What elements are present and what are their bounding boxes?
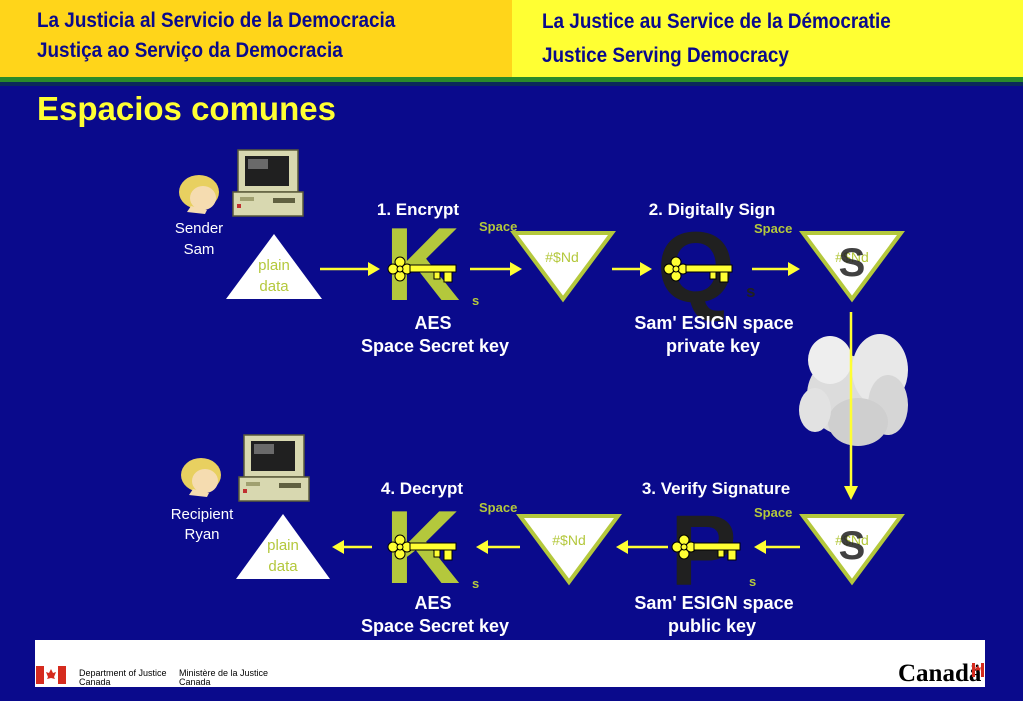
decrypt-caption-line2: Space Secret key — [361, 616, 509, 636]
signed-letter-top: S — [839, 241, 866, 285]
sign-caption-line1: Sam' ESIGN space — [634, 313, 793, 333]
verify-caption-line1: Sam' ESIGN space — [634, 593, 793, 613]
arrow-head-6 — [616, 540, 628, 554]
arrow-head-down — [844, 486, 858, 500]
arrow-head-4 — [788, 262, 800, 276]
signed-triangle-top — [799, 231, 905, 303]
canada-flag-icon — [36, 666, 66, 684]
header-bar — [0, 0, 1023, 77]
arrow-head-3 — [640, 262, 652, 276]
sender-label-line1: Sender — [175, 220, 223, 237]
plain-data-label-top-2: data — [259, 278, 289, 295]
canada-wordmark: Canadä — [898, 660, 982, 687]
header-french: La Justice au Service de la Démocratie — [542, 10, 891, 33]
plain-data-label-top-1: plain — [258, 257, 290, 274]
sender-label-line2: Sam — [184, 241, 215, 258]
ciphertext-triangle-1 — [510, 231, 616, 303]
signed-cipher-label-top: #$Nd — [835, 249, 868, 265]
arrow-head-7 — [476, 540, 488, 554]
verify-caption-line2: public key — [668, 616, 756, 636]
arrow-head-2 — [510, 262, 522, 276]
header-spanish: La Justicia al Servicio de la Democracia — [37, 9, 396, 32]
header-divider-dark — [0, 82, 1023, 86]
dept-french-line1: Ministère de la Justice — [179, 668, 269, 678]
recipient-label-line1: Recipient — [171, 506, 234, 523]
decrypt-caption-line1: AES — [414, 593, 451, 613]
encrypt-caption-line1: AES — [414, 313, 451, 333]
wordmark-flag-icon — [972, 663, 984, 677]
signed-cipher-label-bottom: #$Nd — [835, 532, 868, 548]
page-title: Espacios comunes — [37, 90, 336, 127]
sign-subscript: s — [746, 282, 755, 301]
sign-caption-line2: private key — [666, 336, 760, 356]
encrypt-space-label: Space — [479, 219, 517, 234]
dept-english-line1: Department of Justice — [79, 668, 167, 678]
ciphertext-label-1: #$Nd — [545, 249, 578, 265]
dept-french-line2: Canada — [179, 677, 211, 687]
signed-triangle-bottom — [799, 514, 905, 586]
plain-data-label-bottom-2: data — [268, 558, 298, 575]
signed-letter-bottom: S — [839, 524, 866, 568]
footer-bar — [35, 640, 985, 687]
header-divider-green — [0, 77, 1023, 82]
header-left-panel — [0, 0, 512, 77]
verify-space-label: Space — [754, 505, 792, 520]
sender-computer-icon — [232, 149, 304, 217]
recipient-computer-icon — [238, 434, 310, 502]
verify-subscript: s — [749, 574, 756, 589]
ciphertext-label-2: #$Nd — [552, 532, 585, 548]
sign-space-label: Space — [754, 221, 792, 236]
plain-data-triangle-bottom — [236, 514, 330, 579]
header-english: Justice Serving Democracy — [542, 44, 789, 67]
step-sign-title: 2. Digitally Sign — [649, 200, 776, 219]
cloud-icon — [799, 334, 908, 446]
plain-data-label-bottom-1: plain — [267, 537, 299, 554]
step-encrypt-title: 1. Encrypt — [377, 200, 460, 219]
decrypt-space-label: Space — [479, 500, 517, 515]
plain-data-triangle-top — [226, 234, 322, 299]
encrypt-subscript: s — [472, 293, 479, 308]
step-verify-title: 3. Verify Signature — [642, 479, 790, 498]
header-portuguese: Justiça ao Serviço da Democracia — [37, 39, 343, 62]
dept-english-line2: Canada — [79, 677, 111, 687]
ciphertext-triangle-2 — [516, 514, 622, 586]
decrypt-subscript: s — [472, 576, 479, 591]
recipient-label-line2: Ryan — [184, 526, 219, 543]
step-decrypt-title: 4. Decrypt — [381, 479, 464, 498]
encrypt-caption-line2: Space Secret key — [361, 336, 509, 356]
arrow-head-8 — [332, 540, 344, 554]
recipient-avatar — [181, 458, 221, 497]
arrow-head-1 — [368, 262, 380, 276]
sender-avatar — [179, 175, 219, 214]
arrow-head-5 — [754, 540, 766, 554]
